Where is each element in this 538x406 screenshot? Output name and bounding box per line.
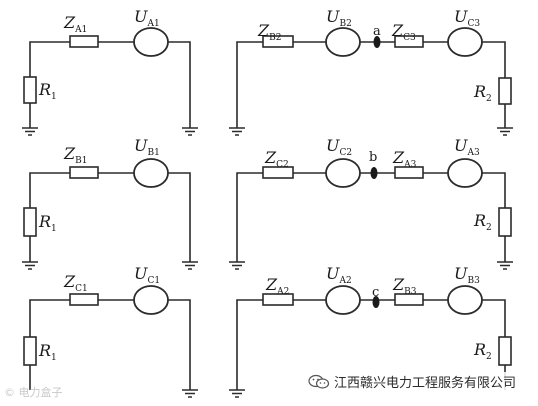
impedance-label: ZB2 [257,21,281,43]
impedance-label: ZC3 [391,21,416,43]
source-label: UA3 [454,136,480,158]
left-circuit-3: ZC1 UC1 R1 [23,264,198,398]
resistor-r1 [23,207,37,237]
ground-symbol [22,127,38,136]
voltage-source-ub1 [133,158,169,188]
resistor-label: R1 [38,341,57,363]
impedance-label: ZA2 [265,275,289,297]
node-c [372,296,380,308]
impedance-za1 [69,35,99,48]
resistor-r2 [498,336,512,366]
impedance-label: ZB1 [63,144,87,166]
ground-symbol [497,127,513,136]
wechat-icon [308,374,330,389]
voltage-source-ua1 [133,27,169,57]
ground-symbol [229,389,245,398]
source-label: UB3 [454,264,480,286]
impedance-za3 [394,166,424,179]
ground-symbol [497,261,513,270]
source-label: UC1 [134,264,160,286]
impedance-za2 [262,293,294,306]
right-circuit-1: ZB2 UB2 a ZC3 UC3 R2 [229,7,513,136]
impedance-zc2 [262,166,294,179]
impedance-zb1 [69,166,99,179]
ground-symbol [22,261,38,270]
voltage-source-uc3 [447,27,483,57]
resistor-label: R2 [473,340,492,362]
resistor-label: R2 [473,211,492,233]
node-label-b: b [369,150,377,165]
ground-symbol [229,261,245,270]
left-circuit-1: ZA1 UA1 R1 [22,7,198,136]
ground-symbol [182,261,198,270]
source-label: UA2 [326,264,352,286]
ground-symbol [182,389,198,398]
impedance-label: ZB3 [392,275,417,297]
impedance-zc1 [69,293,99,306]
wire [29,299,191,390]
source-label: UA1 [134,7,160,29]
wire [29,172,191,262]
impedance-zc3 [394,35,424,48]
right-circuit-2: ZC2 UC2 b ZA3 UA3 R2 [229,136,513,270]
impedance-label: ZC2 [264,148,289,170]
left-circuit-2: ZB1 UB1 R1 [22,136,198,270]
impedance-label: ZC1 [63,272,88,294]
voltage-source-uc2 [325,158,361,188]
watermark-left: © 电力盒子 [4,386,63,399]
node-a [373,36,381,48]
source-label: UB2 [326,7,352,29]
impedance-label: ZA1 [63,13,87,35]
impedance-zb2 [262,35,294,48]
node-label-a: a [373,24,381,39]
resistor-r2 [498,77,512,105]
voltage-source-ub2 [325,27,361,57]
ground-symbol [182,127,198,136]
resistor-label: R2 [473,82,492,104]
voltage-source-ub3 [447,285,483,315]
watermark-company: 江西赣兴电力工程服务有限公司 [306,372,519,391]
wire [29,41,191,128]
node-label-c: c [372,285,379,300]
right-circuit-3: ZA2 UA2 c ZB3 UB3 R2 [229,264,512,398]
resistor-r1 [23,336,37,366]
voltage-source-uc1 [133,285,169,315]
voltage-source-ua3 [447,158,483,188]
source-label: UC3 [454,7,480,29]
ground-symbol [229,127,245,136]
resistor-r2 [498,207,512,237]
resistor-label: R1 [38,212,57,234]
impedance-label: ZA3 [392,148,417,170]
watermark-company-text: 江西赣兴电力工程服务有限公司 [334,376,517,391]
source-label: UC2 [326,136,352,158]
impedance-zb3 [394,293,424,306]
voltage-source-ua2 [325,285,361,315]
source-label: UB1 [134,136,160,158]
node-b [370,167,378,179]
resistor-label: R1 [38,80,57,102]
resistor-r1 [23,76,37,104]
